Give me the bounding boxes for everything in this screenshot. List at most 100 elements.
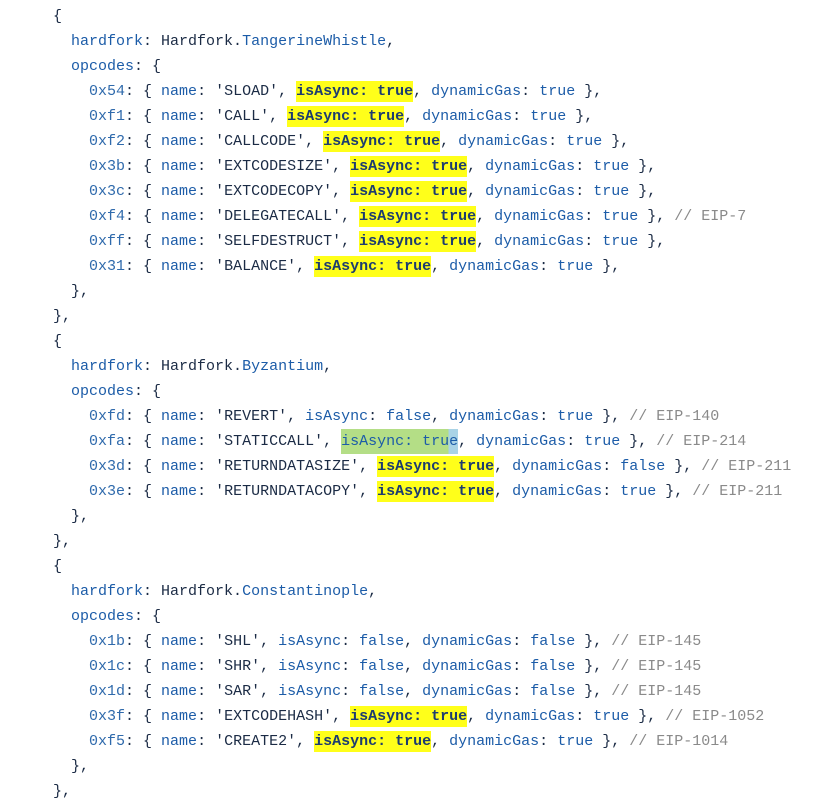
eip-comment: // EIP-145	[602, 683, 702, 700]
dynamicgas-value: true	[602, 233, 639, 250]
code-token: {	[53, 333, 63, 350]
dynamicgas-value: false	[620, 458, 666, 475]
opcode-entry: 0x3e: { name: 'RETURNDATACOPY', isAsync:…	[53, 479, 817, 504]
object-open: {	[53, 329, 817, 354]
hardfork-key: hardfork	[71, 33, 144, 50]
code-token: dynamicGas	[494, 233, 585, 250]
dynamicgas-value: true	[557, 258, 594, 275]
code-token: ,	[404, 683, 423, 700]
code-token: isAsync	[278, 683, 342, 700]
opcode-name: 'SHR'	[215, 658, 261, 675]
code-token: ,	[467, 183, 486, 200]
code-token: },	[53, 308, 72, 325]
code-token: ,	[359, 458, 378, 475]
code-token: isAsync	[305, 408, 369, 425]
opcode-entry: 0x3d: { name: 'RETURNDATASIZE', isAsync:…	[53, 454, 817, 479]
code-token: },	[53, 783, 72, 800]
opcode-name: 'EXTCODECOPY'	[215, 183, 333, 200]
code-token: : {	[134, 58, 162, 75]
opcode-entry: 0x3c: { name: 'EXTCODECOPY', isAsync: tr…	[53, 179, 817, 204]
opcode-name: 'EXTCODEHASH'	[215, 708, 333, 725]
code-token: name	[161, 483, 198, 500]
code-token: },	[629, 708, 657, 725]
eip-comment: // EIP-1014	[620, 733, 729, 750]
code-token: dynamicGas	[485, 183, 576, 200]
object-close: },	[53, 529, 817, 554]
opcode-name: 'CALL'	[215, 108, 270, 125]
code-token: },	[575, 83, 603, 100]
opcode-hex: 0x3d	[89, 458, 126, 475]
code-token: name	[161, 658, 198, 675]
code-token: ,	[260, 633, 279, 650]
code-token: },	[620, 433, 648, 450]
code-token: : {	[125, 408, 162, 425]
code-token: dynamicGas	[449, 258, 540, 275]
hardfork-key: hardfork	[71, 583, 144, 600]
code-token: isAsync	[278, 633, 342, 650]
dynamicgas-value: true	[620, 483, 657, 500]
code-token: :	[512, 658, 531, 675]
code-token: : {	[125, 108, 162, 125]
code-token: ,	[269, 108, 288, 125]
opcode-name: 'RETURNDATACOPY'	[215, 483, 360, 500]
eip-comment: // EIP-145	[602, 633, 702, 650]
code-token: : {	[125, 208, 162, 225]
opcode-name: 'DELEGATECALL'	[215, 208, 342, 225]
code-token: ,	[467, 708, 486, 725]
opcode-entry: 0x1b: { name: 'SHL', isAsync: false, dyn…	[53, 629, 817, 654]
opcode-entry: 0x54: { name: 'SLOAD', isAsync: true, dy…	[53, 79, 817, 104]
code-token: : {	[125, 633, 162, 650]
code-token: ,	[494, 458, 513, 475]
code-token: },	[593, 733, 621, 750]
isasync-value: false	[386, 408, 432, 425]
code-token: dynamicGas	[422, 633, 513, 650]
opcode-entry: 0xfd: { name: 'REVERT', isAsync: false, …	[53, 404, 817, 429]
code-token: :	[512, 108, 531, 125]
code-token: :	[197, 208, 216, 225]
code-token: :	[512, 633, 531, 650]
code-token: :	[341, 683, 360, 700]
code-token: :	[197, 183, 216, 200]
code-token: : Hardfork.	[143, 583, 243, 600]
code-token: dynamicGas	[476, 433, 567, 450]
highlighted-isasync: isAsync: true	[350, 706, 468, 727]
code-token: : Hardfork.	[143, 33, 243, 50]
opcode-hex: 0x1d	[89, 683, 126, 700]
highlighted-isasync: isAsync: true	[314, 256, 432, 277]
code-token: ,	[260, 683, 279, 700]
code-token: : {	[125, 658, 162, 675]
hardfork-name: TangerineWhistle	[242, 33, 387, 50]
opcode-hex: 0x54	[89, 83, 126, 100]
opcode-name: 'SLOAD'	[215, 83, 279, 100]
opcodes-close: },	[53, 279, 817, 304]
opcodes-key: opcodes	[71, 58, 135, 75]
opcode-hex: 0xfd	[89, 408, 126, 425]
code-token: : {	[125, 433, 162, 450]
code-token: },	[593, 258, 621, 275]
opcode-hex: 0xf5	[89, 733, 126, 750]
eip-comment: // EIP-211	[692, 458, 792, 475]
dynamicgas-value: true	[593, 708, 630, 725]
code-token: :	[197, 733, 216, 750]
highlighted-isasync: isAsync: true	[377, 456, 495, 477]
code-token: name	[161, 708, 198, 725]
opcode-entry: 0xfa: { name: 'STATICCALL', isAsync: tru…	[53, 429, 817, 454]
opcode-hex: 0xfa	[89, 433, 126, 450]
code-token: name	[161, 158, 198, 175]
dynamicgas-value: true	[557, 408, 594, 425]
highlighted-isasync: isAsync: true	[287, 106, 405, 127]
code-token: :	[197, 458, 216, 475]
opcode-entry: 0xf5: { name: 'CREATE2', isAsync: true, …	[53, 729, 817, 754]
opcode-name: 'SELFDESTRUCT'	[215, 233, 342, 250]
highlighted-isasync: isAsync: true	[350, 156, 468, 177]
code-token: name	[161, 233, 198, 250]
code-token: : {	[125, 483, 162, 500]
code-token: :	[584, 233, 603, 250]
opcode-hex: 0xf2	[89, 133, 126, 150]
code-token: : Hardfork.	[143, 358, 243, 375]
highlighted-isasync: isAsync: true	[350, 181, 468, 202]
opcode-name: 'STATICCALL'	[215, 433, 324, 450]
opcode-name: 'SAR'	[215, 683, 261, 700]
code-token: :	[197, 133, 216, 150]
